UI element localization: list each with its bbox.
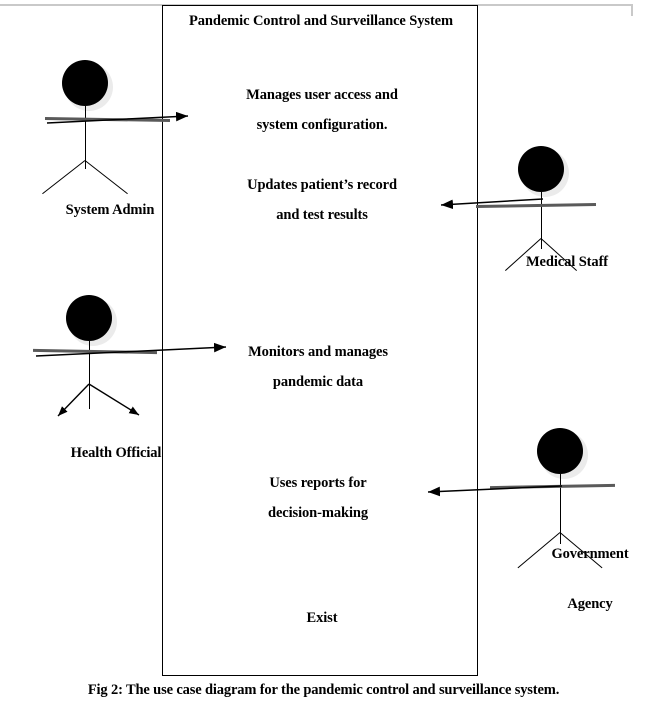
- use-case-update-records-line2: and test results: [276, 207, 368, 223]
- actor-medical-staff-label: Medical Staff: [525, 254, 609, 270]
- actor-government-agency-head-icon: [537, 428, 583, 474]
- use-case-manage-access-line1: Manages user access and: [246, 87, 398, 103]
- actor-health-official-label: Health Official: [70, 445, 162, 461]
- use-case-manage-access-line2: system configuration.: [256, 117, 388, 133]
- actor-medical-staff-body: [541, 192, 542, 249]
- actor-government-agency-label-line2: Agency: [567, 596, 613, 612]
- system-boundary-title: Pandemic Control and Surveillance System: [189, 13, 453, 29]
- page-top-rule-tick: [631, 6, 633, 16]
- actor-health-official-head-icon: [66, 295, 112, 341]
- actor-system-admin-leg-left: [42, 160, 86, 195]
- use-case-exist: Exist: [200, 603, 444, 633]
- use-case-monitor-data-line1: Monitors and manages: [248, 344, 388, 360]
- actor-health-official-body: [89, 341, 90, 409]
- actor-system-admin-body: [85, 106, 86, 169]
- use-case-update-records: Updates patient’s record and test result…: [200, 170, 444, 230]
- use-case-monitor-data: Monitors and manages pandemic data: [196, 337, 440, 397]
- actor-medical-staff: Medical Staff: [475, 146, 647, 286]
- actor-government-agency-arm: [489, 483, 616, 490]
- use-case-use-reports-line2: decision-making: [267, 505, 368, 521]
- use-case-manage-access: Manages user access and system configura…: [200, 80, 444, 140]
- use-case-monitor-data-line2: pandemic data: [272, 374, 364, 390]
- use-case-use-reports: Uses reports for decision-making: [196, 468, 440, 528]
- actor-system-admin-head-icon: [62, 60, 108, 106]
- actor-system-admin: System Admin: [42, 60, 222, 220]
- use-case-update-records-line1: Updates patient’s record: [247, 177, 397, 193]
- actor-medical-staff-arm: [475, 202, 597, 209]
- figure-caption: Fig 2: The use case diagram for the pand…: [87, 682, 560, 698]
- actor-government-agency-body: [560, 474, 561, 544]
- actor-system-admin-label: System Admin: [65, 202, 155, 218]
- system-boundary-box: [162, 5, 478, 676]
- use-case-exist-line1: Exist: [306, 610, 338, 626]
- use-case-use-reports-line1: Uses reports for: [269, 475, 367, 491]
- actor-health-official: Health Official: [32, 295, 226, 465]
- actor-health-official-arm: [32, 348, 158, 355]
- actor-government-agency-label: Government: [551, 546, 629, 562]
- actor-government-agency: Government Agency: [489, 428, 647, 612]
- actor-system-admin-leg-right: [84, 160, 128, 195]
- actor-medical-staff-head-icon: [518, 146, 564, 192]
- actor-system-admin-arm: [44, 117, 171, 122]
